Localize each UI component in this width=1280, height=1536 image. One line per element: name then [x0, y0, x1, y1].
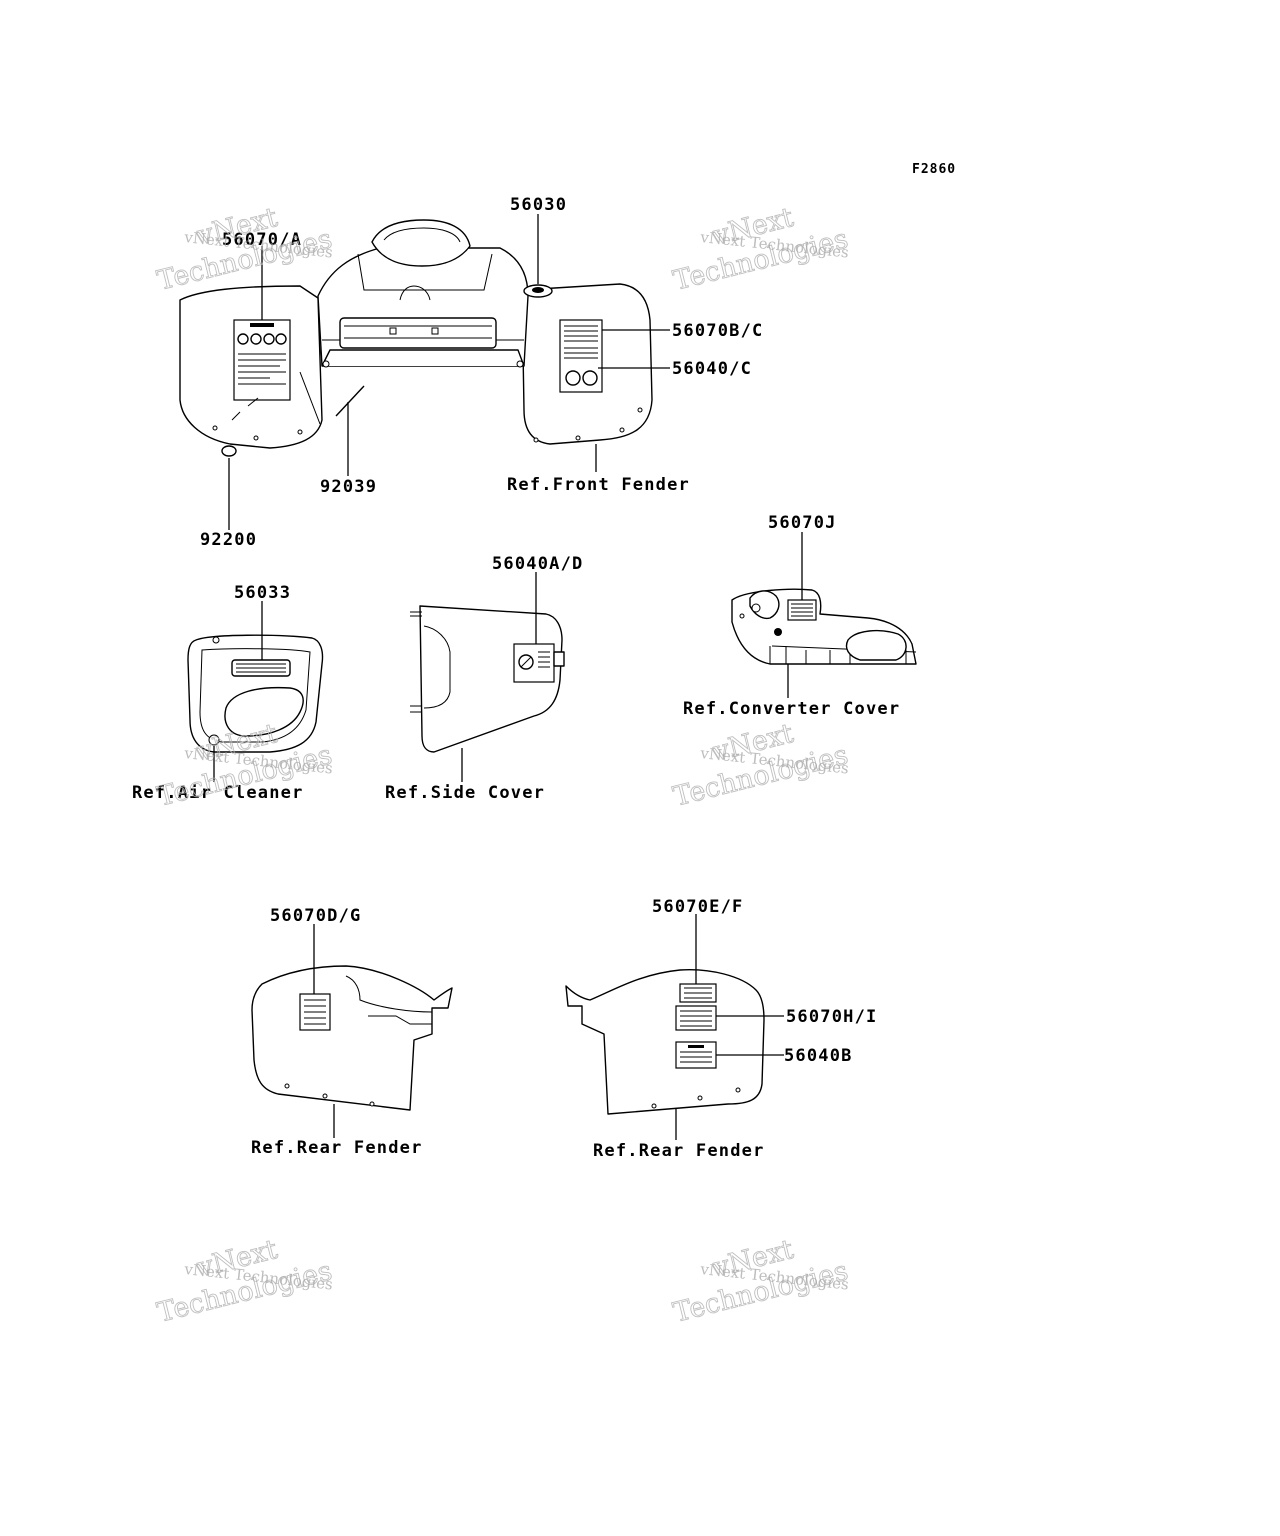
ref-side-cover: Ref.Side Cover	[385, 783, 545, 803]
callout-56070-a: 56070/A	[222, 230, 302, 250]
rear-fender-right-drawing	[565, 968, 765, 1115]
ref-rear-fender-left: Ref.Rear Fender	[251, 1138, 423, 1158]
ref-air-cleaner: Ref.Air Cleaner	[132, 783, 304, 803]
callout-56040b: 56040B	[784, 1046, 853, 1066]
callout-92200: 92200	[200, 530, 257, 550]
callout-56040-c: 56040/C	[672, 359, 752, 379]
air-cleaner-drawing	[187, 634, 324, 753]
callout-92039: 92039	[320, 477, 377, 497]
front-fender-drawing	[179, 219, 653, 457]
callout-56070-hi: 56070H/I	[786, 1007, 877, 1027]
callout-56070-bc: 56070B/C	[672, 321, 763, 341]
callout-56070-dg: 56070D/G	[270, 906, 361, 926]
callout-56070-ef: 56070E/F	[652, 897, 743, 917]
ref-front-fender: Ref.Front Fender	[507, 475, 690, 495]
ref-converter-cover: Ref.Converter Cover	[683, 699, 900, 719]
figure-code: F2860	[912, 162, 956, 177]
callout-56030: 56030	[510, 195, 567, 215]
rear-fender-left-drawing	[251, 965, 453, 1111]
callout-56033: 56033	[234, 583, 291, 603]
callout-56070j: 56070J	[768, 513, 837, 533]
callout-56040-ad: 56040A/D	[492, 554, 583, 574]
ref-rear-fender-right: Ref.Rear Fender	[593, 1141, 765, 1161]
side-cover-drawing	[410, 605, 565, 753]
converter-cover-drawing	[731, 588, 917, 665]
